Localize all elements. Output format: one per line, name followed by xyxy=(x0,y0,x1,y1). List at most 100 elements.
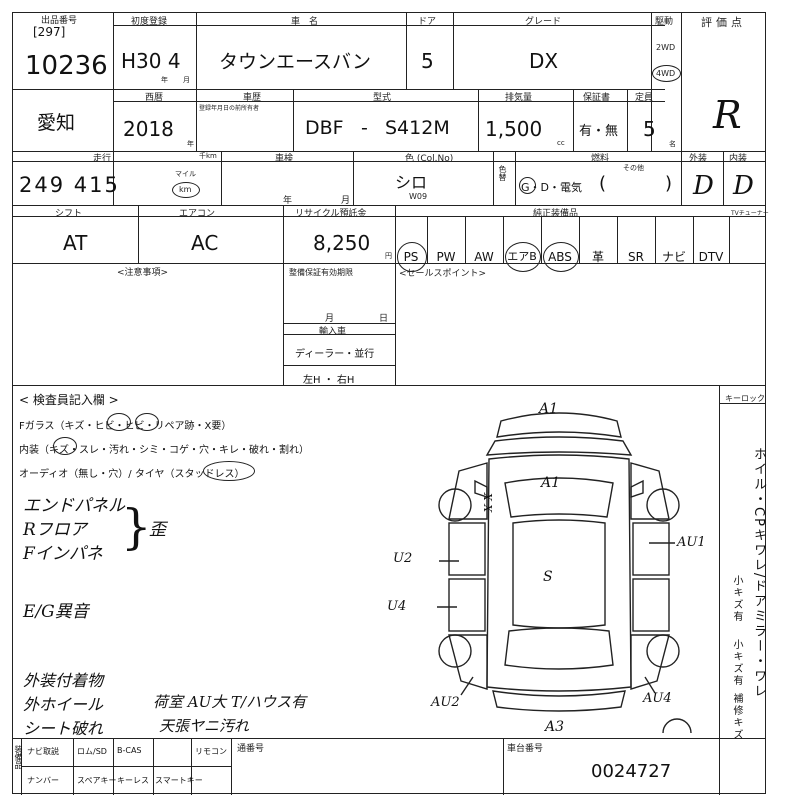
history-sub: 登録年月日の前所有者 xyxy=(199,105,260,112)
fuel-value: G・D・電気 xyxy=(521,181,582,194)
inspection-month: 月 xyxy=(341,196,351,206)
rule xyxy=(729,216,730,263)
label-au1: AU1 xyxy=(677,535,706,550)
equip-ps-circle xyxy=(397,242,427,272)
displacement-value: 1,500 xyxy=(485,117,543,141)
inspection-year: 年 xyxy=(283,196,293,206)
rule xyxy=(13,263,765,264)
left-rear-fender-shape xyxy=(448,634,488,690)
exterior-value: D xyxy=(693,171,714,201)
label-au2: AU2 xyxy=(431,695,460,710)
warranty-value: 有・無 xyxy=(579,124,619,139)
exhibit-label: 出品番号 xyxy=(41,16,78,26)
interior-value: D xyxy=(733,171,754,201)
rule xyxy=(283,334,395,335)
lot-prefix: [297] xyxy=(33,25,66,39)
rule xyxy=(13,385,765,386)
month-suffix: 月 xyxy=(183,76,190,84)
rule xyxy=(21,766,231,767)
audio-line: オーディオ（無し・穴）/ タイヤ（スタッドレス） xyxy=(19,469,245,480)
label-u2: U2 xyxy=(393,551,413,566)
interior-label: 内装 xyxy=(729,154,748,164)
rule xyxy=(503,216,504,263)
rule xyxy=(478,89,479,151)
model-name-value: タウンエースバン xyxy=(219,51,372,73)
rule xyxy=(138,205,139,263)
exterior-label: 外装 xyxy=(689,154,708,164)
front-hood-shape xyxy=(485,436,633,456)
roof-shape xyxy=(512,519,606,629)
footer-item: ナンバー xyxy=(27,776,59,785)
rule xyxy=(719,385,720,795)
rule xyxy=(541,216,542,263)
hw-item: Rフロア xyxy=(23,520,87,540)
fuel-paren-open: ( xyxy=(599,173,607,194)
warranty-period-month: 月 xyxy=(325,314,335,324)
rule xyxy=(13,205,765,206)
color-value: シロ xyxy=(395,173,428,192)
equip-airbag-circle xyxy=(505,242,541,272)
fuel-paren-close: ) xyxy=(665,173,673,194)
shift-label: シフト xyxy=(55,209,83,219)
color-code: W09 xyxy=(409,192,428,201)
capacity-unit: 名 xyxy=(669,140,676,148)
region-value: 愛知 xyxy=(37,112,76,134)
au2-pointer xyxy=(460,676,474,696)
left-rear-door-shape xyxy=(448,578,486,632)
rule xyxy=(293,89,294,151)
tv-label: TVチューナー xyxy=(731,210,769,217)
notice-label: <注意事項> xyxy=(117,268,169,278)
history-label: 車歴 xyxy=(243,93,262,103)
label-a1-roof: A1 xyxy=(541,475,561,491)
capacity-value: 5 xyxy=(643,117,656,141)
grade-value: DX xyxy=(529,49,559,73)
recycle-value: 8,250 xyxy=(313,231,371,255)
warranty-period-label: 整備保証有効期限 xyxy=(289,268,353,277)
footer-item: スペアキー xyxy=(77,776,117,785)
label-a3: A3 xyxy=(545,719,565,735)
model-code-label: 型式 xyxy=(373,93,392,103)
rule xyxy=(13,216,765,217)
fuel-g-circle xyxy=(519,177,536,194)
equip-navi: ナビ xyxy=(661,250,686,264)
spare-wheel-shape xyxy=(662,718,692,733)
wheel-front-right-shape xyxy=(646,488,680,522)
rule xyxy=(579,216,580,263)
left-front-fender-shape xyxy=(448,462,488,520)
rule xyxy=(493,151,494,205)
ac-label: エアコン xyxy=(179,209,216,219)
recycle-unit: 円 xyxy=(385,252,392,260)
mileage-label: 走行 xyxy=(93,154,112,164)
warranty-label: 保証書 xyxy=(583,93,611,103)
capacity-label: 定員 xyxy=(635,93,654,103)
au4-pointer xyxy=(644,676,656,694)
rule xyxy=(453,13,454,89)
rule xyxy=(153,738,154,795)
rule xyxy=(627,89,628,151)
ac-value: AC xyxy=(191,231,219,255)
footer-item: B-CAS xyxy=(117,746,142,755)
rule xyxy=(283,205,284,385)
rule xyxy=(617,216,618,263)
right-rear-fender-shape xyxy=(630,634,670,690)
footer-item: スマートキー xyxy=(155,776,203,785)
rule xyxy=(723,151,724,205)
hw-item: Fインパネ xyxy=(23,544,103,564)
sales-point-label: <セールスポイント> xyxy=(399,269,487,279)
rule xyxy=(693,216,694,263)
displacement-unit: cc xyxy=(557,139,565,147)
hw-item: エンドパネル xyxy=(23,496,125,516)
warranty-period-day: 日 xyxy=(379,314,389,324)
interior-circle xyxy=(53,437,77,455)
right-mirror-shape xyxy=(630,479,644,498)
mileage-value: 249 415 xyxy=(19,173,120,197)
left-front-door-shape xyxy=(448,522,486,576)
footer-side-label: 装備品 xyxy=(14,745,23,769)
mileage-km-circle xyxy=(172,182,200,198)
f-glass-circle xyxy=(107,413,131,431)
rating-value: R xyxy=(713,93,742,137)
recycle-label: リサイクル預託金 xyxy=(295,209,367,219)
vin-label: 車台番号 xyxy=(507,744,544,754)
rule xyxy=(13,161,765,162)
f-glass-circle xyxy=(135,413,159,431)
